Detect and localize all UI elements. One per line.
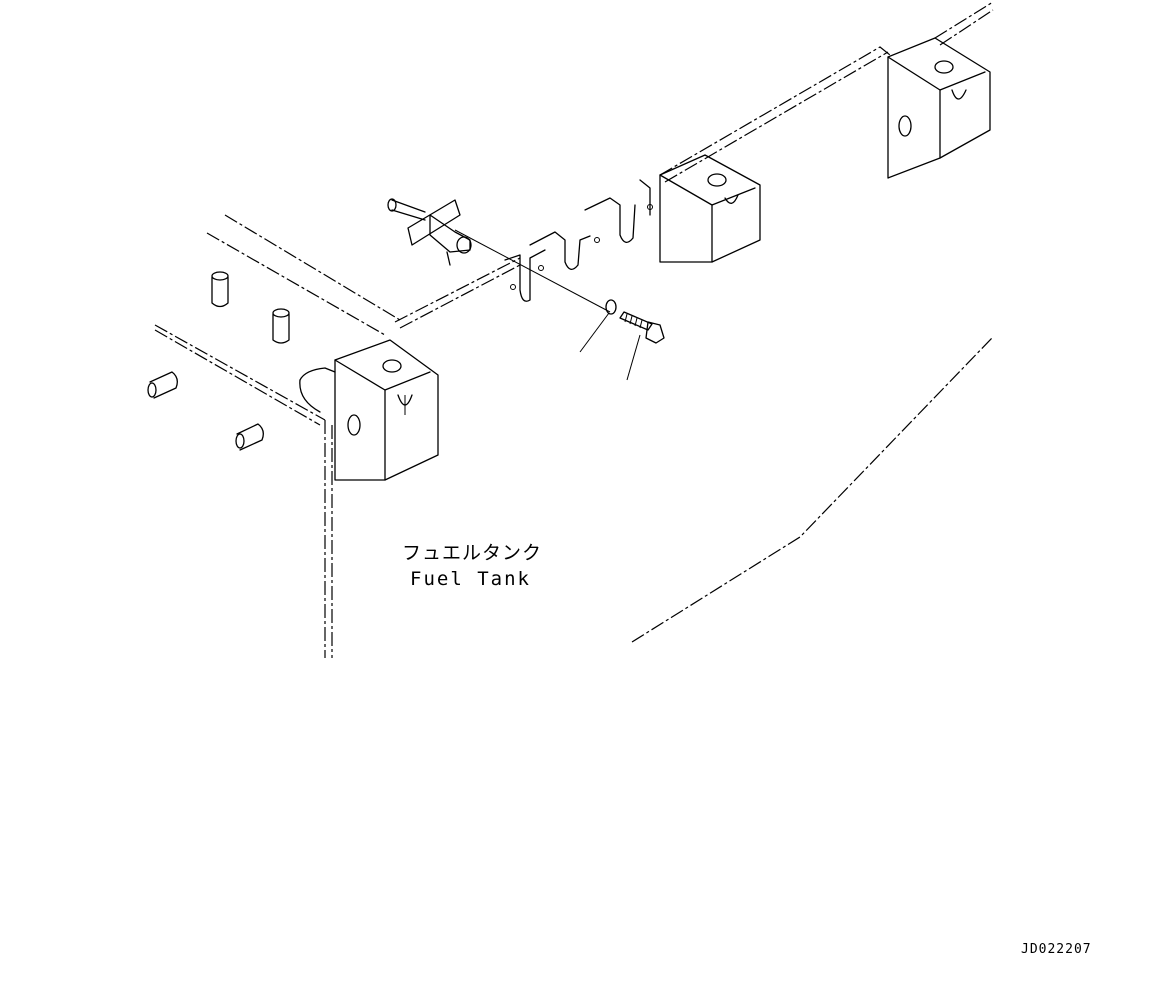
fuel-tank-label-en: Fuel Tank [410,568,531,590]
washer-and-bolt [579,299,665,381]
drawing-id: JD022207 [1021,942,1092,957]
slotted-tabs [504,179,653,302]
tank-outline [154,1,994,658]
fitting-assembly [387,198,611,313]
fuel-tank-label-jp: フュエルタンク [402,542,543,564]
bracket-left [299,339,439,481]
bracket-middle [659,154,761,263]
spacers [147,271,290,451]
bracket-right [887,37,991,179]
